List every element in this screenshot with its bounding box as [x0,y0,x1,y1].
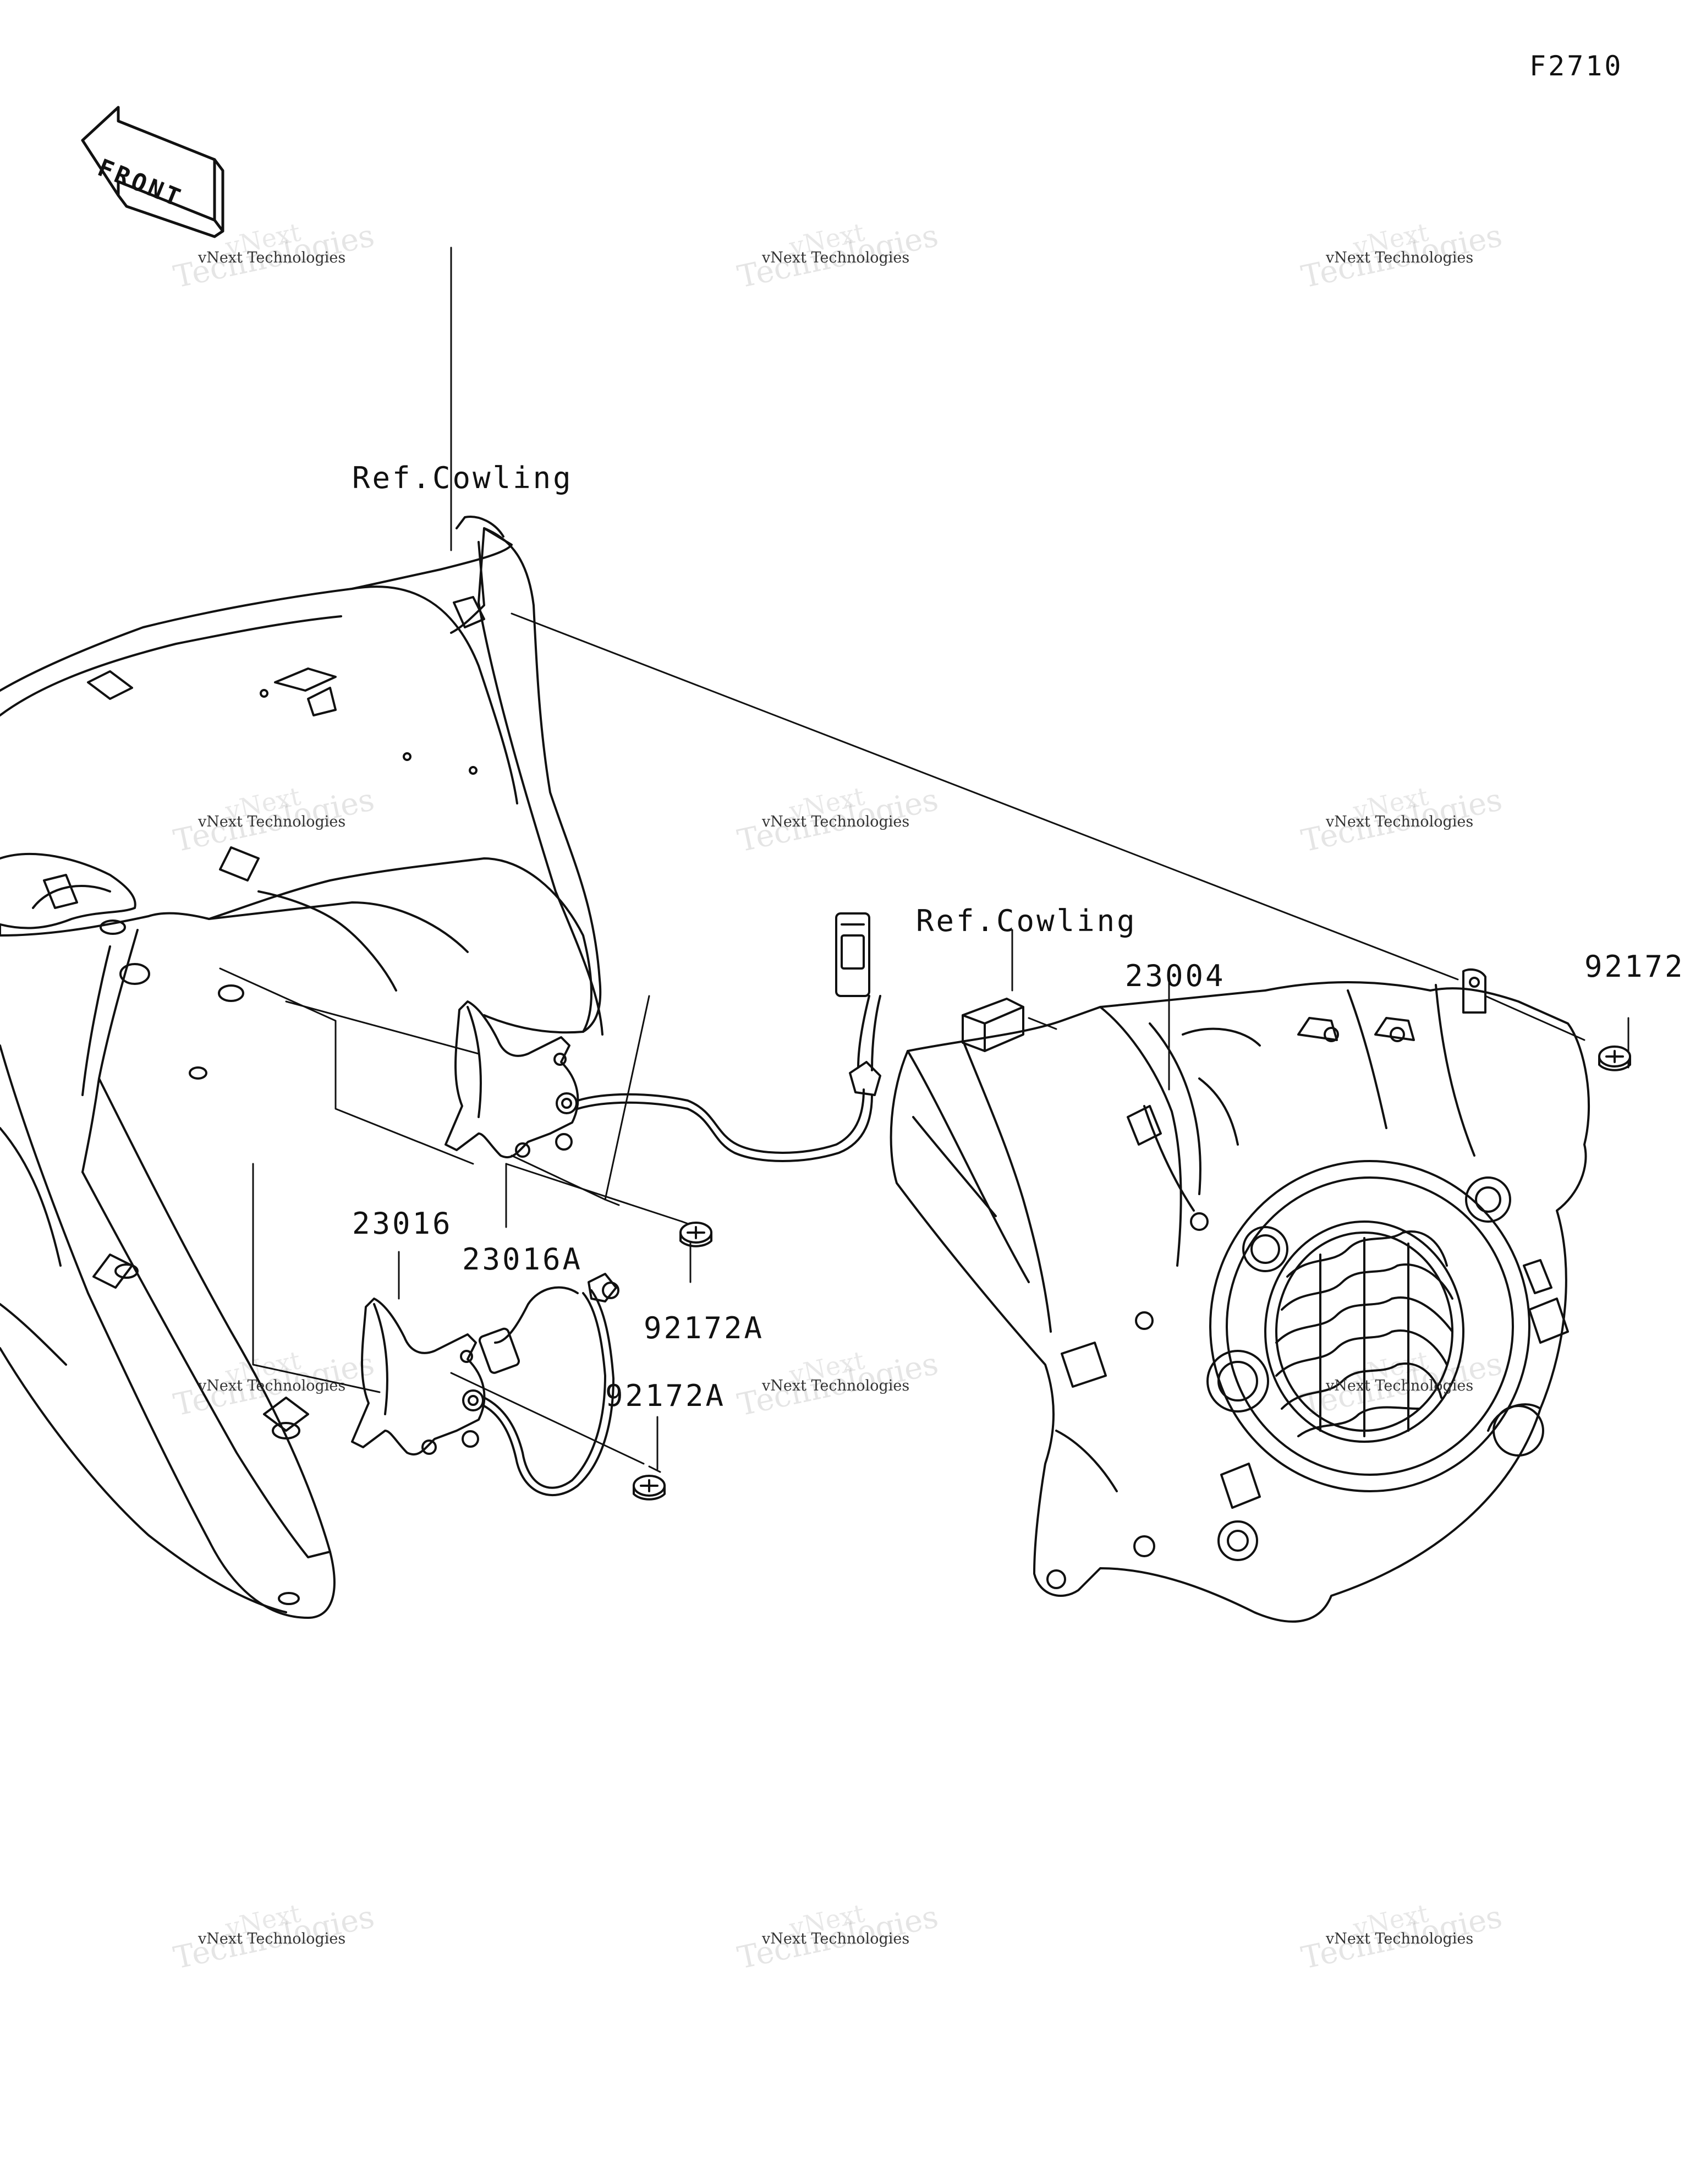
screw-icon [1598,1046,1631,1071]
callout-ref-cowling: Ref.Cowling [916,904,1137,938]
callout-23016: 23016 [352,1206,453,1241]
callout-92172A: 92172A [644,1311,765,1345]
sensor-23016-drawing [351,1273,619,1496]
screw-icon [633,1475,666,1501]
leader-lines [219,247,1629,1473]
cowling-drawing [0,516,603,1619]
front-arrow-icon [81,106,224,238]
callout-ref-cowling: Ref.Cowling [352,461,573,495]
callout-92172: 92172 [1584,949,1685,984]
headlight-23004-drawing [890,968,1590,1623]
connector-drawing [962,998,1024,1052]
screw-icon [679,1222,712,1247]
callout-23016A: 23016A [462,1242,583,1277]
callout-92172A: 92172A [605,1378,726,1413]
figure-id: F2710 [1529,50,1623,82]
sensor-23016A-drawing [445,912,881,1162]
callout-23004: 23004 [1125,959,1226,993]
